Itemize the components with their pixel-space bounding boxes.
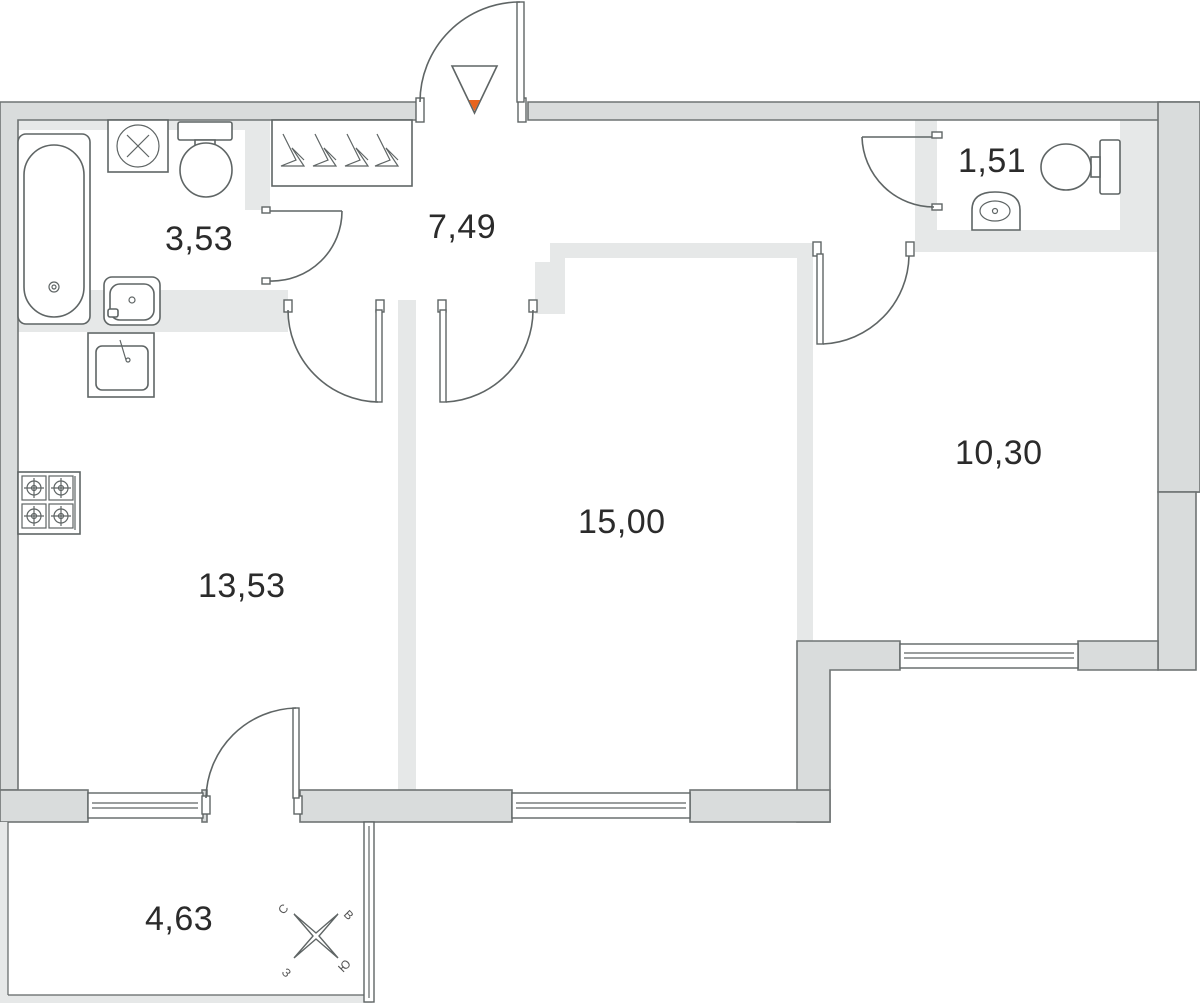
compass-west: З (279, 965, 294, 980)
toilet-icon (177, 121, 233, 198)
window-middle-bedroom (511, 792, 691, 819)
wc-sink-icon (971, 191, 1021, 231)
door-middle-bedroom (437, 299, 538, 403)
fixtures (17, 119, 1121, 535)
door-toilet (861, 131, 943, 211)
kitchen-sink-icon (87, 332, 155, 398)
door-right-bedroom (812, 241, 915, 345)
compass-east: В (341, 907, 357, 923)
sink-icon (103, 276, 161, 326)
compass-south: Ю (335, 957, 353, 975)
wc-toilet-icon (1040, 139, 1121, 195)
area-bathroom: 3,53 (165, 220, 233, 258)
area-balcony: 4,63 (145, 900, 213, 938)
area-toilet: 1,51 (958, 142, 1026, 180)
compass-icon: С В Ю З (275, 901, 356, 980)
room-labels: 3,53 7,49 1,51 13,53 15,00 10,30 4,63 (145, 142, 1043, 938)
entrance-marker-icon (450, 65, 499, 115)
area-hallway: 7,49 (428, 208, 496, 246)
wardrobe-icon (271, 119, 413, 187)
washing-machine-icon (107, 119, 169, 173)
exterior-walls (0, 101, 1200, 823)
window-right-bedroom (899, 643, 1079, 669)
area-bedroom-right: 10,30 (955, 434, 1043, 472)
interior-doors (201, 131, 943, 815)
door-kitchen (283, 299, 385, 403)
entrance-door (415, 1, 527, 123)
door-bathroom (261, 206, 343, 285)
bathtub-icon (17, 133, 91, 325)
window-kitchen (87, 792, 204, 819)
area-kitchen: 13,53 (198, 567, 286, 605)
windows (87, 643, 1079, 819)
balcony-outline (0, 821, 375, 1003)
stove-icon (17, 471, 81, 535)
compass-north: С (275, 901, 291, 917)
area-bedroom-middle: 15,00 (578, 503, 666, 541)
door-balcony (201, 707, 303, 815)
